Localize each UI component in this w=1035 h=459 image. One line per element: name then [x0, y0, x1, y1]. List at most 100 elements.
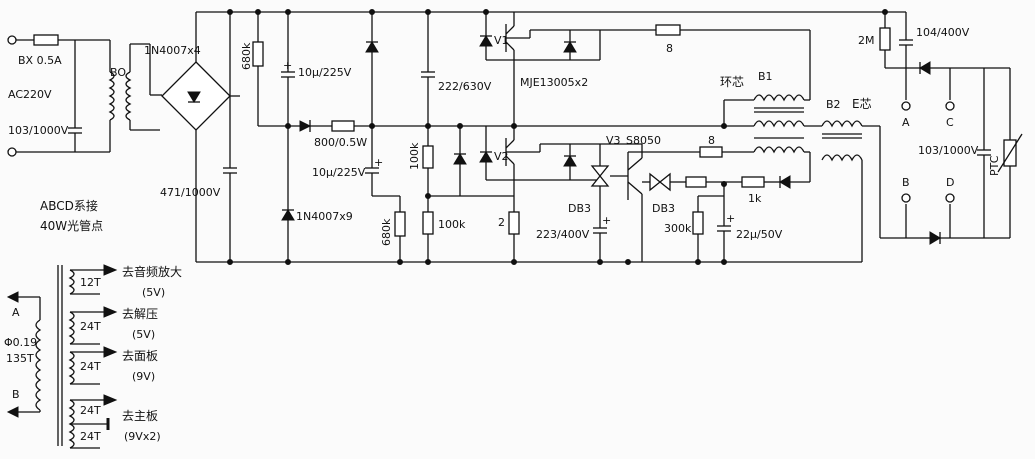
bridge-rectifier — [161, 12, 240, 262]
label-t24a: 24T — [80, 320, 101, 333]
label-o3a: 去面板 — [122, 349, 158, 363]
capacitor-input — [68, 40, 82, 152]
transformer-b1 — [723, 88, 822, 154]
lamp-terminals — [901, 68, 955, 238]
label-r680b: 680k — [380, 218, 393, 246]
label-c10a: 10μ/225V — [298, 66, 352, 79]
diode-1n4007x9 — [281, 126, 295, 262]
capacitor-471 — [223, 12, 237, 262]
resistor-300k — [692, 195, 724, 262]
output-transformer — [6, 264, 118, 449]
capacitor-10u-bottom: + — [365, 126, 400, 197]
diac-db3-left — [590, 144, 610, 228]
label-ac: AC220V — [8, 88, 52, 101]
label-wa: A — [12, 306, 20, 319]
diode-v1-base — [514, 30, 601, 61]
resistor-680k-bottom — [394, 196, 406, 262]
label-v3: V3 — [606, 134, 621, 147]
transistor-v3 — [600, 143, 643, 262]
label-r300: 300k — [664, 222, 692, 235]
diode-lamp-top — [919, 61, 984, 75]
svg-text:+: + — [374, 156, 383, 169]
ptc-thermistor — [997, 68, 1023, 238]
diode-lamp-bottom — [920, 231, 1010, 245]
label-o2a: 去解压 — [122, 307, 158, 321]
svg-text:+: + — [283, 59, 292, 72]
label-o1b: (5V) — [142, 286, 165, 299]
diode-v1 — [479, 12, 514, 61]
resistor-8-top — [655, 24, 681, 36]
label-c223: 223/400V — [536, 228, 590, 241]
label-c104: 104/400V — [916, 26, 970, 39]
diode-v2-base — [514, 144, 600, 181]
label-bridge: 1N4007x4 — [144, 44, 201, 57]
label-t12: 12T — [80, 276, 101, 289]
label-o2b: (5V) — [132, 328, 155, 341]
capacitor-222 — [421, 12, 435, 126]
label-wb: B — [12, 388, 20, 401]
label-c10b: 10μ/225V — [312, 166, 366, 179]
resistor-1k — [741, 176, 780, 188]
diode-top-372 — [365, 12, 379, 126]
label-t24b: 24T — [80, 360, 101, 373]
capacitor-223: + — [593, 214, 611, 262]
label-o4a: 去主板 — [122, 409, 158, 423]
label-t135: 135T — [6, 352, 34, 365]
label-c471: 471/1000V — [160, 186, 221, 199]
label-r8b: 8 — [708, 134, 715, 147]
label-c22: 22μ/50V — [736, 228, 783, 241]
label-pa: A — [902, 116, 910, 129]
transistor-v2 — [505, 126, 600, 212]
label-bo: BO — [110, 66, 126, 79]
label-pb: B — [902, 176, 910, 189]
resistor-100k-upper — [422, 126, 434, 212]
resistor-100k-lower — [422, 211, 434, 262]
label-phi: Φ0.19 — [4, 336, 37, 349]
label-o3b: (9V) — [132, 370, 155, 383]
label-t24d: 24T — [80, 430, 101, 443]
label-r8a: 8 — [666, 42, 673, 55]
label-r2: 2 — [498, 216, 505, 229]
label-bx: BX 0.5A — [18, 54, 62, 67]
label-r1k: 1k — [748, 192, 762, 205]
resistor-2m — [879, 12, 920, 69]
transformer-b2 — [821, 120, 920, 262]
label-r800: 800/0.5W — [314, 136, 367, 149]
label-v2: V2 — [494, 150, 509, 163]
choke-bo — [108, 40, 162, 152]
label-db3a: DB3 — [568, 202, 591, 215]
label-r2m: 2M — [858, 34, 875, 47]
svg-text:+: + — [602, 214, 611, 227]
label-db3b: DB3 — [652, 202, 675, 215]
resistor-small-mid — [685, 176, 742, 188]
resistor-8-bottom — [628, 146, 754, 158]
svg-text:+: + — [726, 212, 735, 225]
label-o4b: (9Vx2) — [124, 430, 161, 443]
diode-and-resistor-800 — [299, 120, 428, 132]
label-r100b: 100k — [438, 218, 466, 231]
label-pd: D — [946, 176, 954, 189]
label-tube: 40W光管点 — [40, 218, 103, 233]
diode-v2-c — [479, 126, 514, 181]
label-c222: 222/630V — [438, 80, 492, 93]
resistor-680k-top — [252, 12, 300, 127]
diode-460 — [453, 126, 467, 196]
label-b2: B2 — [826, 98, 841, 111]
label-c-in: 103/1000V — [8, 124, 69, 137]
label-r100a: 100k — [408, 142, 421, 170]
label-ptc: PTC — [988, 155, 1001, 176]
label-t24c: 24T — [80, 404, 101, 417]
label-d4007x9: 1N4007x9 — [296, 210, 353, 223]
label-o1a: 去音频放大 — [122, 264, 182, 279]
capacitor-104 — [885, 11, 913, 68]
label-abcd: ABCD系接 — [40, 198, 98, 213]
label-pc: C — [946, 116, 954, 129]
capacitor-10u-top: + — [281, 12, 295, 126]
label-b1: B1 — [758, 70, 773, 83]
capacitor-22u: + — [717, 184, 735, 262]
label-mje: MJE13005x2 — [520, 76, 588, 89]
label-exin: E芯 — [852, 97, 872, 111]
label-c103b: 103/1000V — [918, 144, 979, 157]
